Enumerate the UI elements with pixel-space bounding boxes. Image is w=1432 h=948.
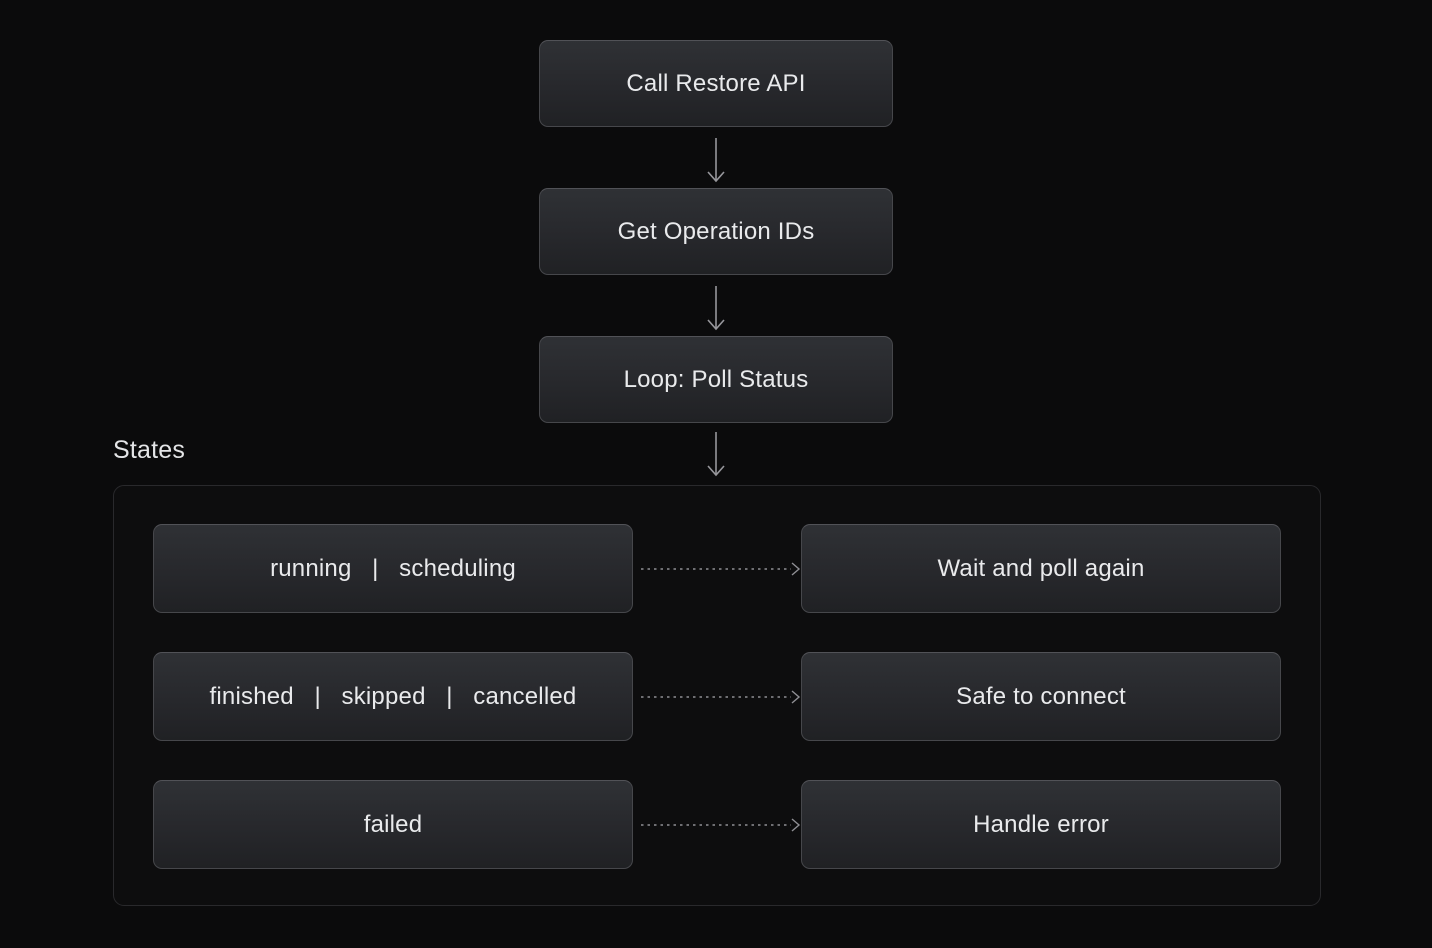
dotted-right-arrow-icon [641, 690, 801, 704]
state-box-finished-skipped-cancelled: finished | skipped | cancelled [153, 652, 633, 741]
outcome-label: Safe to connect [956, 682, 1126, 710]
flow-step-label: Call Restore API [626, 69, 806, 97]
flow-step-label: Get Operation IDs [617, 217, 815, 245]
outcome-label: Wait and poll again [937, 554, 1145, 582]
dotted-right-arrow-icon [641, 562, 801, 576]
down-arrow-icon [707, 286, 725, 331]
down-arrow-icon [707, 138, 725, 183]
state-label: running | scheduling [270, 554, 516, 582]
flow-step-call-restore-api: Call Restore API [539, 40, 893, 127]
states-section-title: States [113, 436, 186, 464]
state-box-failed: failed [153, 780, 633, 869]
dotted-right-arrow-icon [641, 818, 801, 832]
states-container: running | scheduling Wait and poll again… [113, 485, 1321, 906]
state-label: failed [363, 810, 423, 838]
flow-step-get-operation-ids: Get Operation IDs [539, 188, 893, 275]
state-label: finished | skipped | cancelled [209, 682, 577, 710]
outcome-box-handle-error: Handle error [801, 780, 1281, 869]
outcome-label: Handle error [973, 810, 1109, 838]
outcome-box-safe-to-connect: Safe to connect [801, 652, 1281, 741]
flow-step-label: Loop: Poll Status [623, 365, 809, 393]
down-arrow-icon [707, 432, 725, 477]
outcome-box-wait-and-poll-again: Wait and poll again [801, 524, 1281, 613]
state-box-running-scheduling: running | scheduling [153, 524, 633, 613]
flow-step-loop-poll-status: Loop: Poll Status [539, 336, 893, 423]
